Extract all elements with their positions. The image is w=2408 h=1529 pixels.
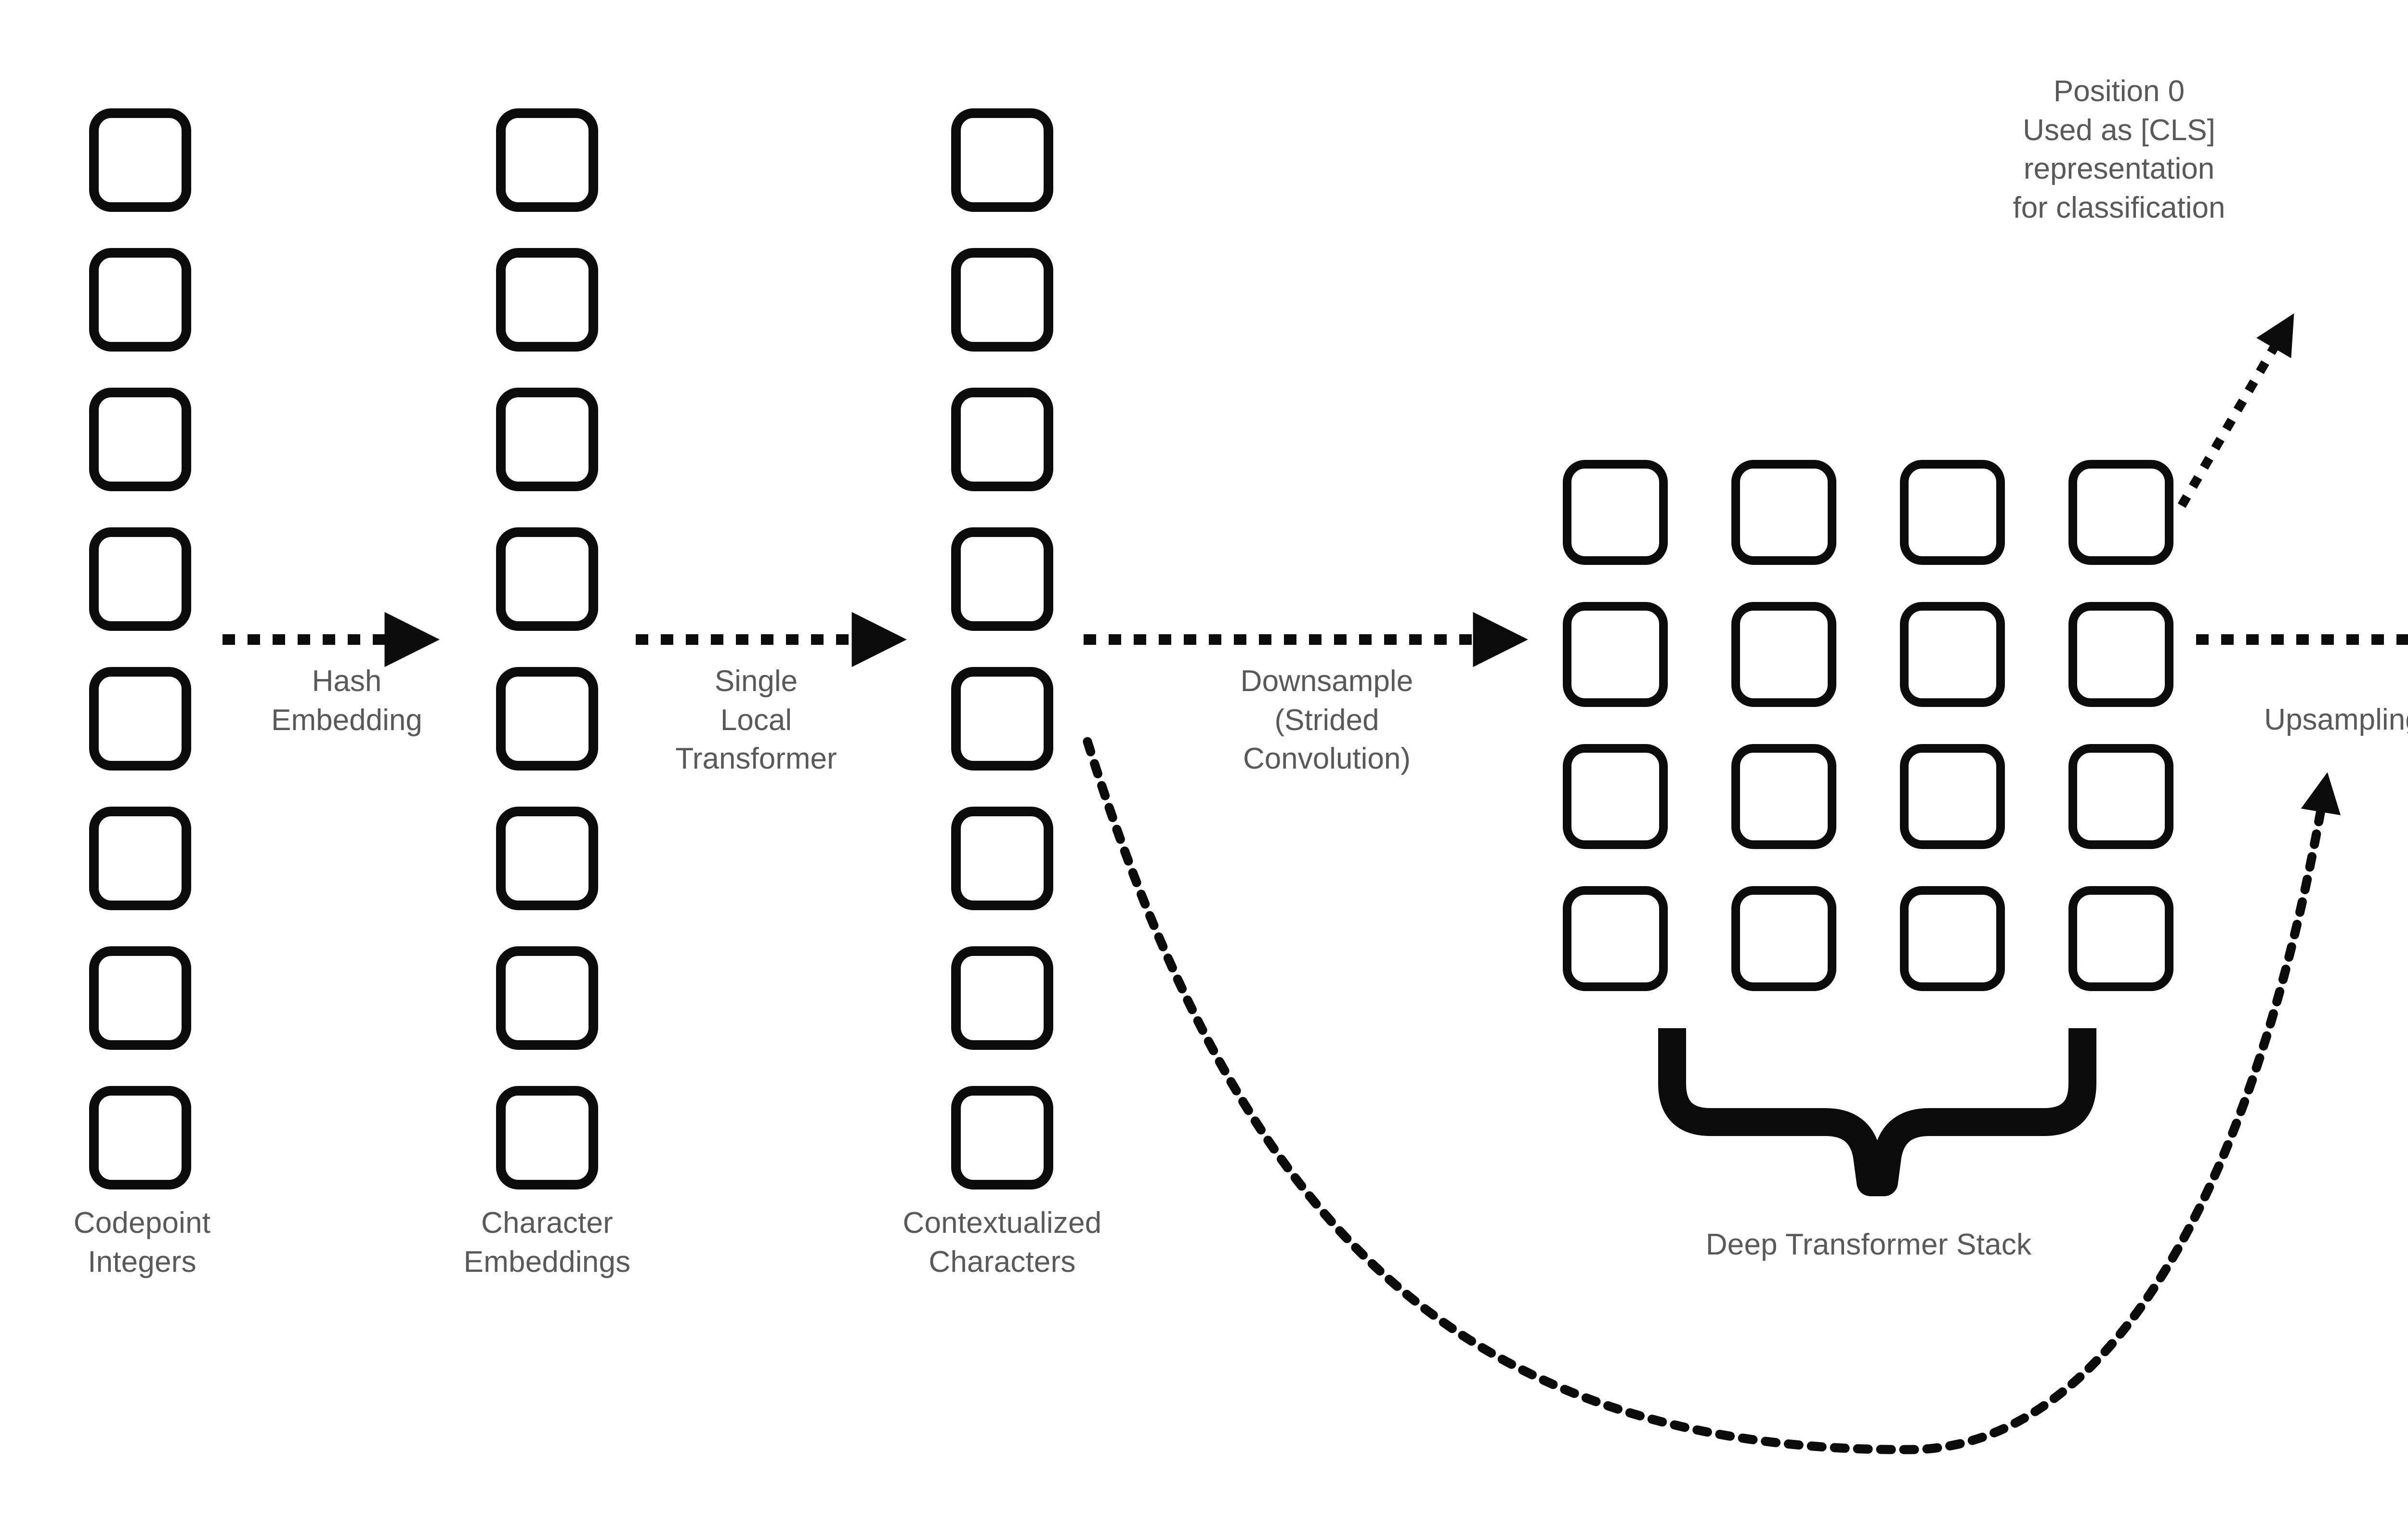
cell-box [951,388,1053,491]
cell-box [951,248,1053,352]
cell-box [1563,744,1668,849]
cell-box [89,807,191,910]
cell-box [951,667,1053,771]
cell-box-cls [2068,460,2173,565]
cell-box [89,1086,191,1189]
column-caption-contextualized-characters: Contextualized Characters [903,1206,1102,1279]
cell-box [496,946,598,1050]
column-caption-character-embeddings: Character Embeddings [463,1206,631,1279]
arrow-label-single-local-transformer: Single Local Transformer [675,665,837,776]
cell-box [1900,460,2005,565]
cell-box [496,248,598,352]
cell-box [89,946,191,1050]
cell-box [951,946,1053,1050]
arrow-label-downsample: Downsample (Strided Convolution) [1240,665,1413,776]
cell-box [1731,886,1836,991]
cell-box [496,388,598,491]
cell-box [1563,886,1668,991]
cell-box [1731,602,1836,707]
cell-box [89,248,191,352]
cell-box [496,807,598,910]
cell-box [496,108,598,212]
arrow-label-hash-embedding: Hash Embedding [271,665,422,737]
cell-box [1563,602,1668,707]
cell-box [496,527,598,631]
cell-box [1563,460,1668,565]
annotation-cls-note: Position 0 Used as [CLS] representation … [2013,75,2225,224]
column-caption-codepoint-integers: Codepoint Integers [73,1206,211,1279]
cell-box [951,1086,1053,1189]
cell-box [496,667,598,771]
cell-box [2068,886,2173,991]
cell-box [951,108,1053,212]
cell-box [1731,744,1836,849]
stack-brace-icon [1658,1028,2096,1196]
cell-box [2068,744,2173,849]
cell-box [89,388,191,491]
cell-box [89,527,191,631]
arrow-cls-pointer [2177,313,2294,508]
arrow-label-upsampling: Upsampling [2264,703,2408,736]
cell-box [2068,602,2173,707]
cell-box [951,527,1053,631]
cell-box [1900,602,2005,707]
cell-box [89,108,191,212]
cell-box [1900,744,2005,849]
column-caption-deep-transformer-stack: Deep Transformer Stack [1705,1228,2032,1261]
cell-box [1731,460,1836,565]
cell-box [1900,886,2005,991]
cell-box [951,807,1053,910]
cell-box [89,667,191,771]
cell-box [496,1086,598,1189]
